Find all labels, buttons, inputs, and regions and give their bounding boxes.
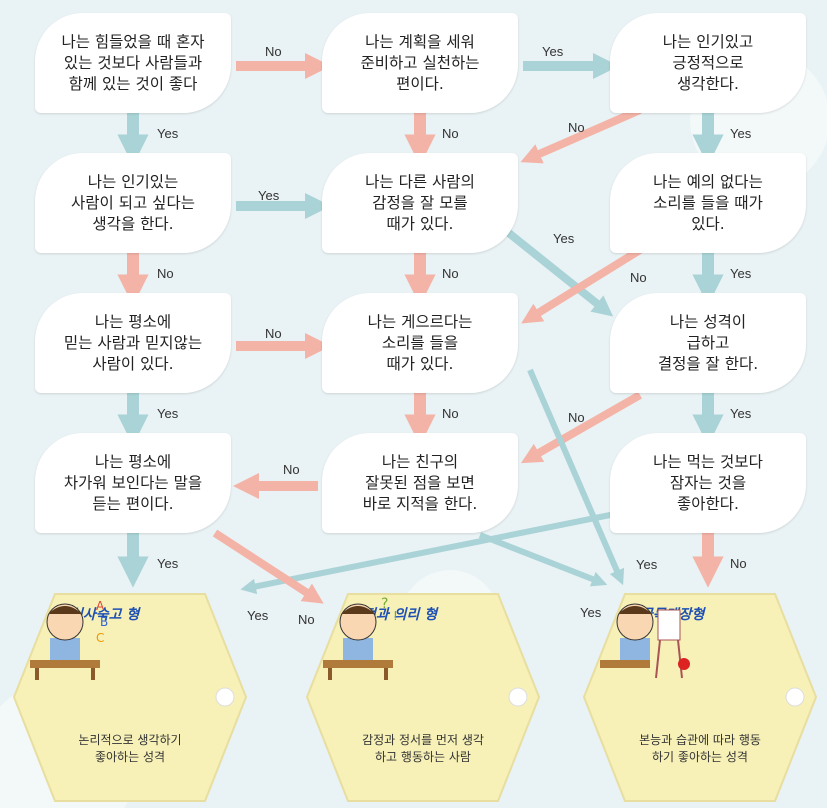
result-title: 심사숙고 형: [70, 607, 140, 623]
question-node-2: 나는 계획을 세워 준비하고 실천하는 편이다.: [322, 13, 518, 113]
edge-label: No: [157, 266, 174, 281]
edge-label: No: [630, 270, 647, 285]
question-node-5: 나는 다른 사람의 감정을 잘 모를 때가 있다.: [322, 153, 518, 253]
result-description: 감정과 정서를 먼저 생각 하고 행동하는 사람: [362, 733, 484, 764]
thinking-child-illustration: A B C: [30, 599, 108, 680]
question-node-11: 나는 친구의 잘못된 점을 보면 바로 지적을 한다.: [322, 433, 518, 533]
edge-label: No: [568, 120, 585, 135]
edge-label: Yes: [730, 266, 752, 281]
question-node-3: 나는 인기있고 긍정적으로 생각한다.: [610, 13, 806, 113]
edge-label: Yes: [157, 126, 179, 141]
edge-label: No: [442, 126, 459, 141]
edge-label: No: [298, 612, 315, 627]
svg-text:C: C: [96, 631, 104, 645]
svg-text:B: B: [100, 615, 108, 629]
edge-label: No: [442, 406, 459, 421]
question-node-8: 나는 게으르다는 소리를 들을 때가 있다.: [322, 293, 518, 393]
question-node-4: 나는 인기있는 사람이 되고 싶다는 생각을 한다.: [35, 153, 231, 253]
edge-label: Yes: [157, 556, 179, 571]
edge-label: No: [442, 266, 459, 281]
edge-label: Yes: [636, 557, 658, 572]
svg-text:?: ?: [381, 596, 388, 612]
edge-label: No: [730, 556, 747, 571]
question-node-10: 나는 평소에 차가워 보인다는 말을 듣는 편이다.: [35, 433, 231, 533]
edge-label: Yes: [730, 126, 752, 141]
edge-label: Yes: [553, 231, 575, 246]
edge-label: Yes: [580, 605, 602, 620]
question-node-7: 나는 평소에 믿는 사람과 믿지않는 사람이 있다.: [35, 293, 231, 393]
result-title: 정과 의리 형: [363, 607, 438, 623]
edge-label: No: [265, 326, 282, 341]
result-card-3: 골목대장형 본능과 습관에 따라 행동 하기 좋아하는 성격: [580, 590, 820, 805]
edge-label: Yes: [157, 406, 179, 421]
edge-label: Yes: [542, 44, 564, 59]
edge-label: No: [568, 410, 585, 425]
result-card-2: 정과 의리 형 ? ! 감정과 정서를 먼저 생각 하고 행동하는 사람: [303, 590, 543, 805]
confused-child-illustration: ? !: [323, 596, 398, 680]
question-node-6: 나는 예의 없다는 소리를 들을 때가 있다.: [610, 153, 806, 253]
edge-label: Yes: [258, 188, 280, 203]
question-node-12: 나는 먹는 것보다 잠자는 것을 좋아한다.: [610, 433, 806, 533]
result-card-1: 심사숙고 형 A B C 논리적으로 생각하기 좋아하는 성격: [10, 590, 250, 805]
question-node-9: 나는 성격이 급하고 결정을 잘 한다.: [610, 293, 806, 393]
painting-child-illustration: [600, 603, 690, 679]
svg-text:A: A: [96, 599, 105, 613]
edge-label: No: [265, 44, 282, 59]
question-node-1: 나는 힘들었을 때 혼자 있는 것보다 사람들과 함께 있는 것이 좋다: [35, 13, 231, 113]
edge-label: No: [283, 462, 300, 477]
result-description: 논리적으로 생각하기 좋아하는 성격: [78, 733, 182, 764]
svg-text:!: !: [393, 609, 398, 623]
edge-label: Yes: [730, 406, 752, 421]
result-description: 본능과 습관에 따라 행동 하기 좋아하는 성격: [639, 733, 761, 764]
edge-label: Yes: [247, 608, 269, 623]
